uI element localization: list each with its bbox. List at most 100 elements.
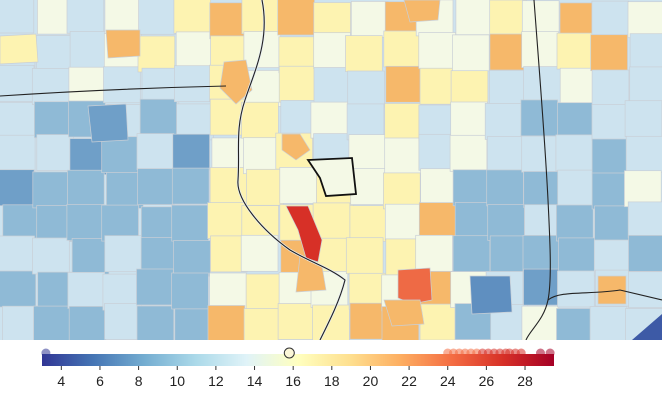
county-tile[interactable]	[591, 138, 630, 176]
county-tile[interactable]	[484, 103, 523, 140]
county-tile[interactable]	[312, 304, 350, 340]
county-tile[interactable]	[384, 203, 423, 241]
county-tile[interactable]	[418, 202, 457, 239]
county-tile[interactable]	[385, 65, 423, 103]
county-tile[interactable]	[452, 235, 491, 273]
county-tile[interactable]	[285, 205, 323, 263]
county-tile[interactable]	[489, 33, 528, 71]
county-tile[interactable]	[349, 205, 388, 242]
county-tile[interactable]	[138, 0, 176, 35]
county-tile[interactable]	[521, 135, 559, 173]
county-tile[interactable]	[521, 31, 559, 68]
county-tile[interactable]	[489, 0, 527, 37]
county-tile[interactable]	[278, 65, 317, 103]
county-tile[interactable]	[523, 171, 561, 208]
county-tile[interactable]	[383, 30, 421, 68]
county-tile[interactable]	[591, 69, 630, 107]
county-tile[interactable]	[555, 134, 594, 172]
county-tile[interactable]	[35, 35, 74, 72]
county-tile[interactable]	[141, 67, 180, 105]
county-tile[interactable]	[240, 234, 279, 272]
county-tile[interactable]	[67, 272, 106, 309]
county-tile[interactable]	[105, 29, 141, 59]
county-tile[interactable]	[383, 172, 421, 210]
county-tile[interactable]	[557, 169, 595, 207]
county-tile[interactable]	[452, 34, 490, 72]
county-tile[interactable]	[589, 306, 628, 341]
county-tile[interactable]	[345, 237, 384, 275]
county-tile[interactable]	[384, 103, 422, 140]
county-tile[interactable]	[522, 235, 561, 272]
county-tile[interactable]	[486, 169, 524, 207]
county-tile[interactable]	[207, 305, 246, 341]
county-tile[interactable]	[629, 66, 662, 104]
county-tile[interactable]	[106, 172, 144, 209]
county-tile[interactable]	[524, 204, 562, 242]
county-tile[interactable]	[313, 32, 351, 70]
county-tile[interactable]	[66, 0, 105, 34]
county-tile[interactable]	[350, 168, 388, 205]
county-tile[interactable]	[71, 238, 110, 275]
county-tile[interactable]	[625, 135, 662, 173]
county-tile[interactable]	[241, 0, 280, 35]
county-tile[interactable]	[171, 204, 209, 242]
county-tile[interactable]	[624, 100, 662, 138]
county-tile[interactable]	[104, 0, 143, 35]
county-tile[interactable]	[397, 267, 433, 305]
county-tile[interactable]	[419, 67, 458, 105]
county-tile[interactable]	[415, 234, 453, 272]
county-tile[interactable]	[33, 305, 71, 340]
county-tile[interactable]	[418, 133, 457, 171]
county-tile[interactable]	[559, 67, 598, 105]
county-tile[interactable]	[68, 66, 107, 104]
county-tile[interactable]	[310, 101, 349, 139]
county-tile[interactable]	[403, 0, 441, 23]
county-tile[interactable]	[209, 2, 247, 40]
county-tile[interactable]	[383, 299, 425, 327]
county-tile[interactable]	[0, 270, 37, 308]
county-tile[interactable]	[347, 70, 385, 108]
county-tile[interactable]	[487, 204, 525, 241]
county-tile[interactable]	[449, 134, 488, 172]
county-tile[interactable]	[243, 137, 281, 175]
county-tile[interactable]	[488, 70, 527, 107]
county-tile[interactable]	[557, 270, 595, 308]
county-tile[interactable]	[277, 0, 315, 36]
county-tile[interactable]	[486, 136, 525, 173]
county-tile[interactable]	[0, 101, 36, 139]
county-tile[interactable]	[69, 31, 108, 68]
county-tile[interactable]	[172, 133, 210, 171]
county-tile[interactable]	[32, 237, 70, 275]
county-tile[interactable]	[281, 133, 311, 161]
county-tile[interactable]	[384, 137, 422, 175]
county-tile[interactable]	[454, 202, 493, 239]
county-tile[interactable]	[140, 237, 179, 274]
county-tile[interactable]	[628, 235, 662, 272]
county-tile[interactable]	[520, 99, 559, 137]
county-tile[interactable]	[0, 235, 35, 273]
county-tile[interactable]	[629, 33, 662, 71]
county-tile[interactable]	[0, 169, 35, 207]
county-tile[interactable]	[175, 31, 214, 69]
county-tile[interactable]	[245, 273, 284, 311]
county-tile[interactable]	[174, 308, 212, 340]
county-tile[interactable]	[557, 102, 595, 140]
county-tile[interactable]	[627, 1, 662, 39]
county-tile[interactable]	[173, 0, 212, 34]
county-tile[interactable]	[139, 98, 178, 136]
county-tile[interactable]	[209, 272, 247, 310]
selected-county[interactable]	[306, 157, 357, 197]
county-tile[interactable]	[171, 272, 209, 310]
county-tile[interactable]	[450, 70, 489, 108]
county-tile[interactable]	[2, 305, 40, 340]
county-tile[interactable]	[104, 303, 142, 340]
county-tile[interactable]	[469, 275, 513, 315]
county-tile[interactable]	[350, 1, 389, 38]
county-tile[interactable]	[450, 101, 488, 139]
county-tile[interactable]	[246, 168, 284, 206]
county-tile[interactable]	[597, 275, 627, 305]
county-tile[interactable]	[137, 168, 175, 205]
county-tile[interactable]	[419, 303, 458, 340]
county-tile[interactable]	[241, 101, 279, 139]
county-tile[interactable]	[521, 0, 560, 38]
